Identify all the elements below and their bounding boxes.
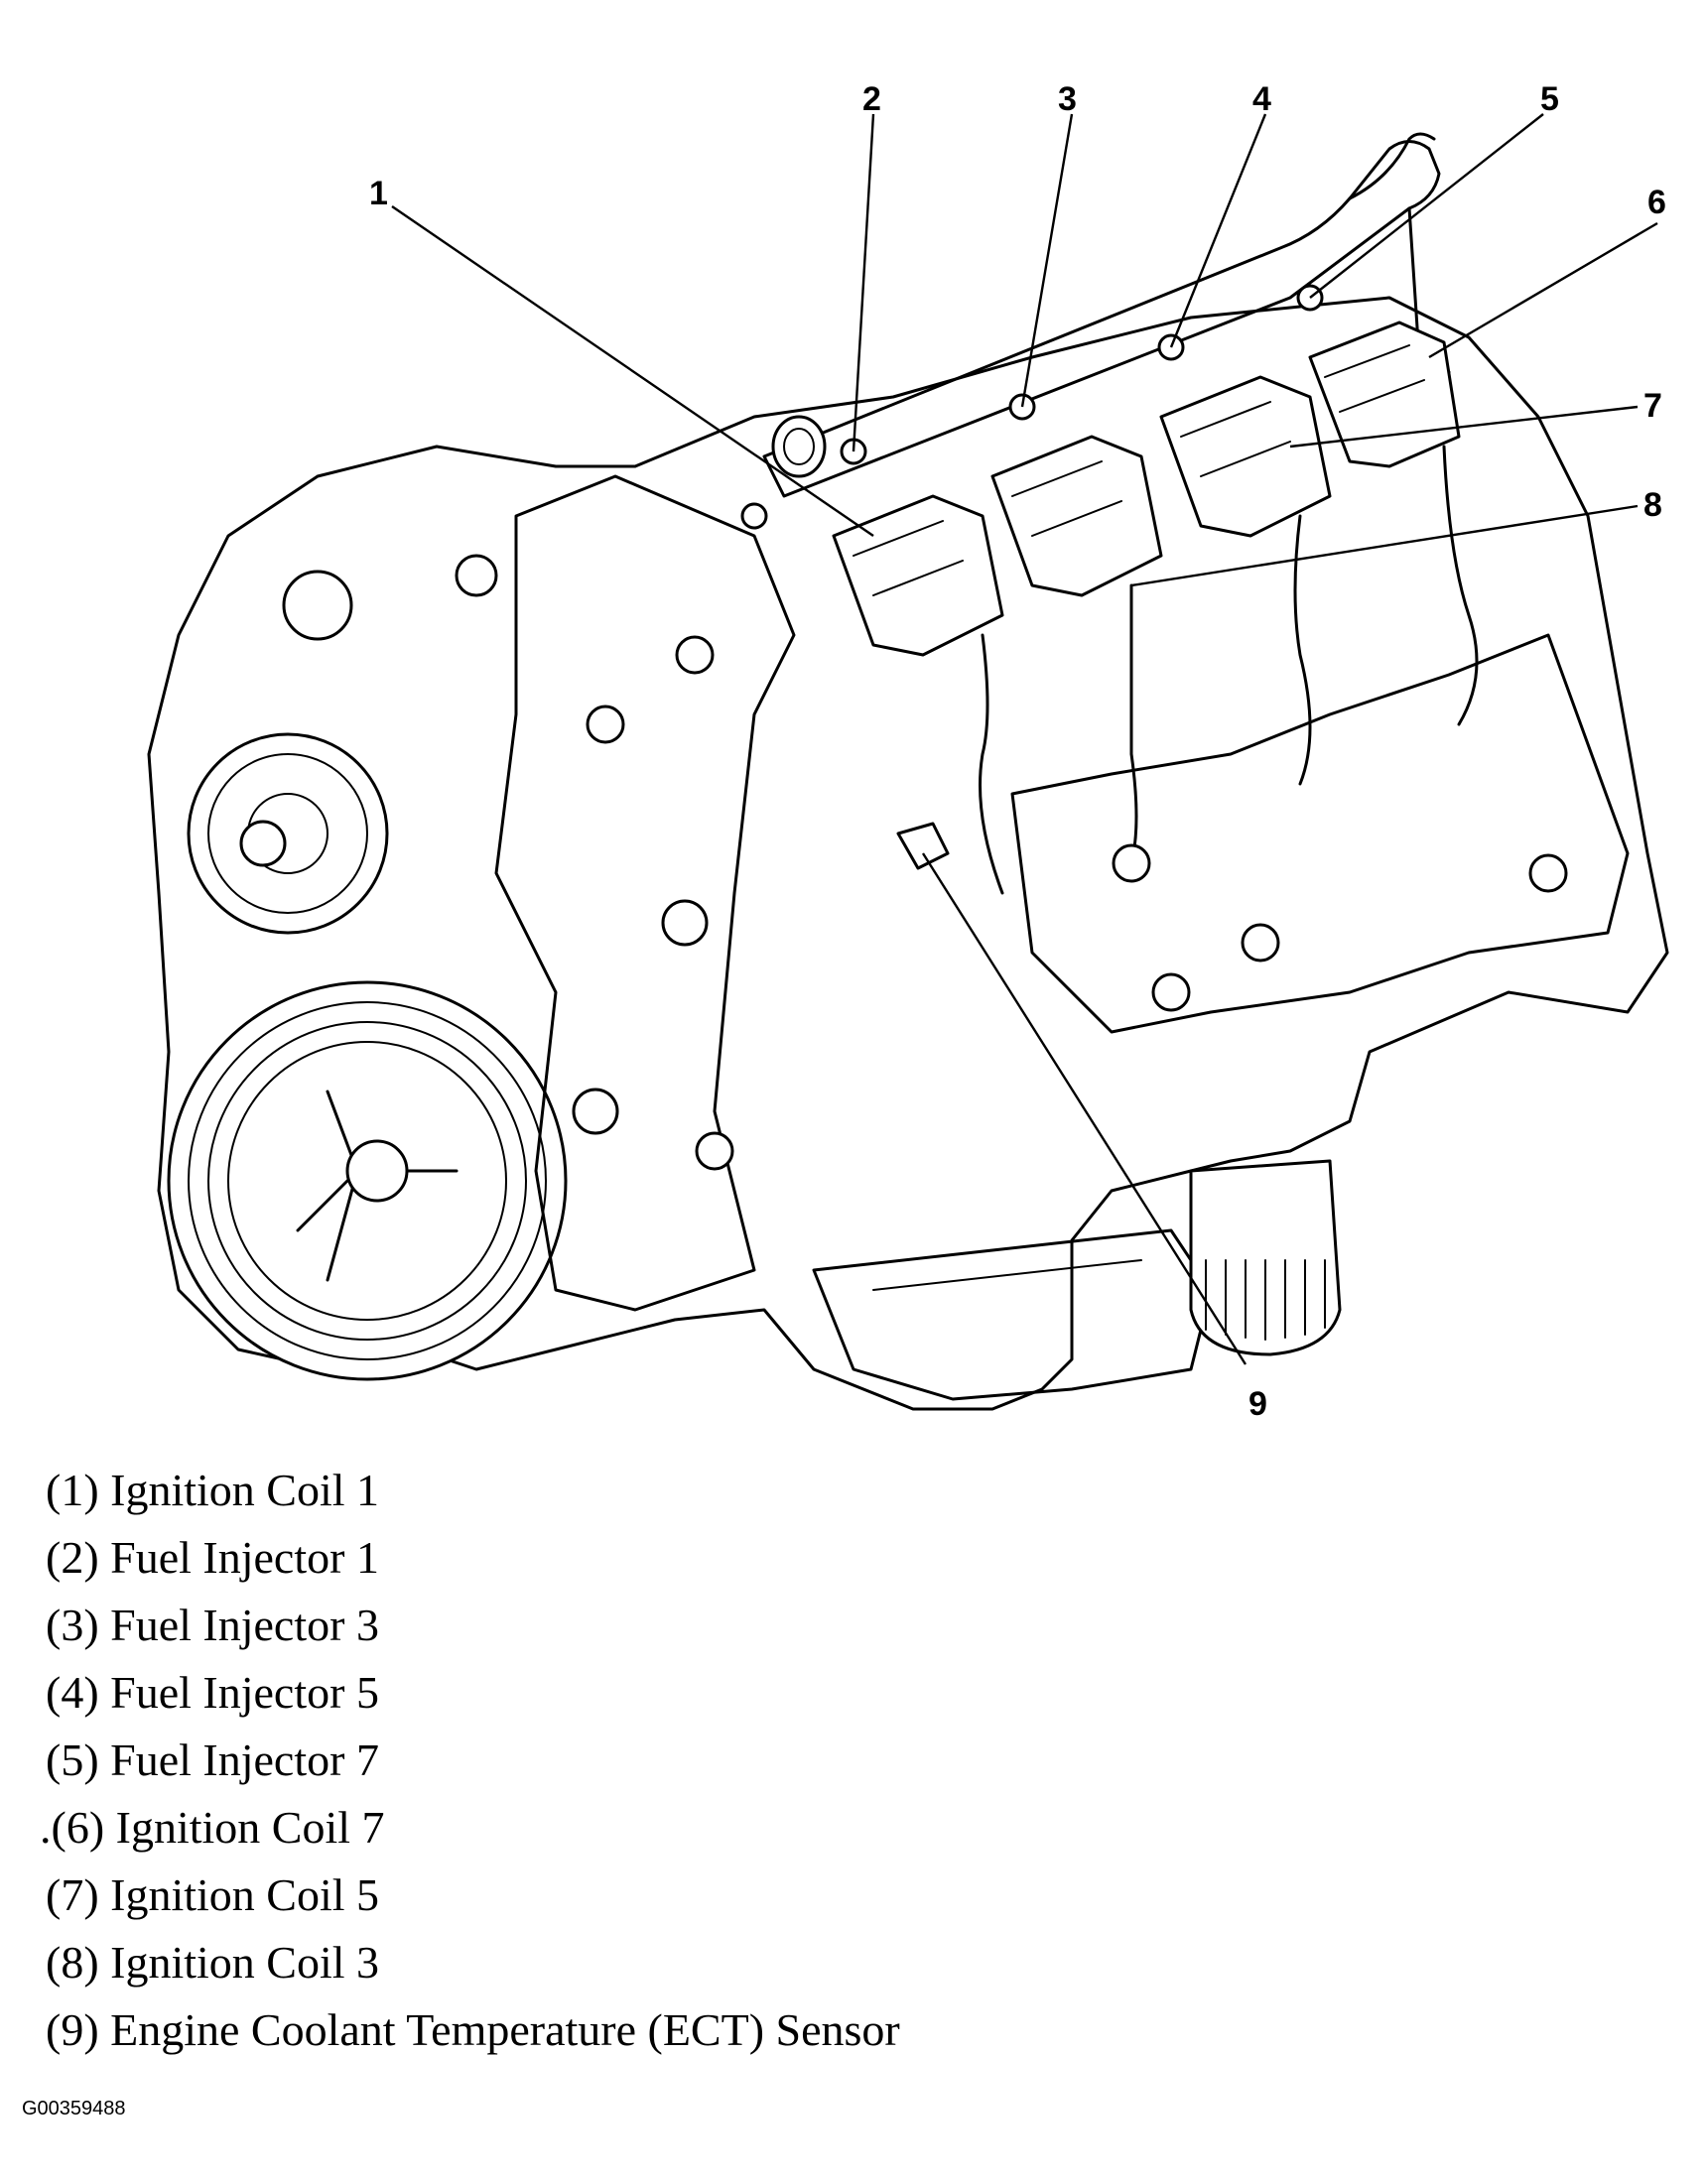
engine-block xyxy=(147,296,1669,1411)
legend-item: (7) Ignition Coil 5 xyxy=(46,1869,380,1920)
callout-3: 3 xyxy=(1058,80,1077,118)
legend-item: (9) Engine Coolant Temperature (ECT) Sen… xyxy=(46,2004,900,2055)
legend-item: (3) Fuel Injector 3 xyxy=(46,1600,379,1650)
callout-9: 9 xyxy=(1248,1385,1267,1423)
callout-2: 2 xyxy=(862,80,881,118)
leader-8 xyxy=(1130,504,1639,587)
leader-4 xyxy=(1169,113,1267,348)
callout-8: 8 xyxy=(1643,486,1662,524)
callout-4: 4 xyxy=(1252,80,1271,118)
engine-diagram: 1 2 3 4 5 6 7 8 9 xyxy=(147,80,1669,1423)
accessory-bracket xyxy=(494,474,796,1312)
legend-item: (4) Fuel Injector 5 xyxy=(46,1667,379,1718)
exhaust-manifold xyxy=(1010,633,1630,1034)
ignition-coil-3 xyxy=(990,435,1163,597)
callout-1: 1 xyxy=(369,175,388,212)
ect-sensor xyxy=(896,822,950,870)
callout-7: 7 xyxy=(1643,387,1662,425)
legend-item: (2) Fuel Injector 1 xyxy=(46,1532,379,1583)
figure-id: G00359488 xyxy=(22,2098,126,2120)
legend-item: .(6) Ignition Coil 7 xyxy=(40,1802,385,1853)
leader-6 xyxy=(1428,221,1658,359)
engine-line-drawing xyxy=(147,113,1669,1411)
ignition-coil-5 xyxy=(1159,375,1332,538)
callout-5: 5 xyxy=(1540,80,1559,118)
spark-plug-wires xyxy=(979,445,1479,895)
leader-1 xyxy=(391,205,874,537)
injector-bolts xyxy=(282,284,1324,641)
leader-3 xyxy=(1020,113,1074,408)
legend-item: (8) Ignition Coil 3 xyxy=(46,1937,380,1988)
ignition-coil-7 xyxy=(1308,321,1461,468)
leader-2 xyxy=(852,113,875,452)
legend-item: (1) Ignition Coil 1 xyxy=(46,1465,380,1515)
crank-pulley xyxy=(167,980,568,1381)
leader-7 xyxy=(1289,405,1639,449)
ignition-coil-1 xyxy=(832,494,1004,657)
water-pump-pulley xyxy=(187,732,389,935)
leader-5 xyxy=(1309,113,1544,299)
leader-9 xyxy=(921,852,1247,1365)
legend-item: (5) Fuel Injector 7 xyxy=(46,1734,379,1785)
callout-6: 6 xyxy=(1647,184,1666,221)
leader-lines xyxy=(391,113,1658,1365)
parts-legend: (1) Ignition Coil 1 (2) Fuel Injector 1 … xyxy=(40,1457,900,2064)
